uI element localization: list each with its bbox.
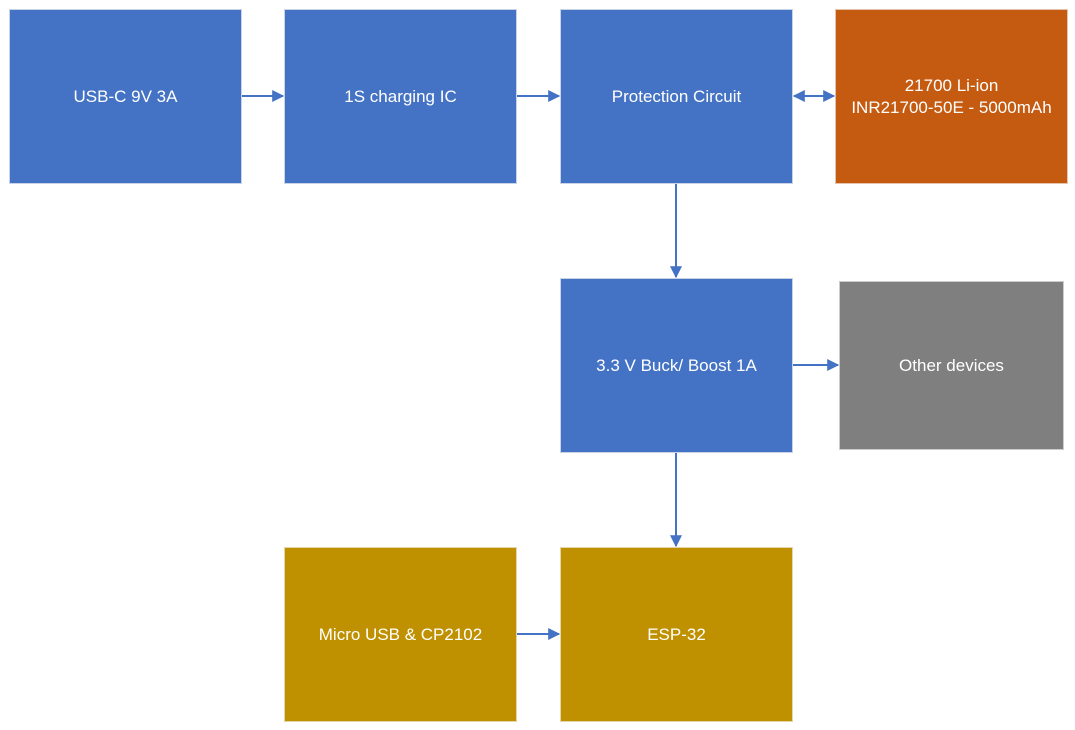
micro-usb-label: Micro USB & CP2102 [318,624,483,644]
other-devices-block: Other devices [839,281,1064,450]
charging-ic-block: 1S charging IC [284,9,517,184]
usb-c-label: USB-C 9V 3A [73,86,178,106]
battery-block: 21700 Li-ion INR21700-50E - 5000mAh [835,9,1068,184]
usb-c-block: USB-C 9V 3A [9,9,242,184]
charging-ic-label: 1S charging IC [344,86,457,106]
buck-boost-block: 3.3 V Buck/ Boost 1A [560,278,793,453]
micro-usb-block: Micro USB & CP2102 [284,547,517,722]
other-devices-label: Other devices [899,355,1004,375]
protection-circuit-block: Protection Circuit [560,9,793,184]
protection-circuit-label: Protection Circuit [611,86,742,106]
battery-label: 21700 Li-ion INR21700-50E - 5000mAh [851,75,1052,117]
esp32-label: ESP-32 [647,624,706,644]
esp32-block: ESP-32 [560,547,793,722]
buck-boost-label: 3.3 V Buck/ Boost 1A [596,355,757,375]
